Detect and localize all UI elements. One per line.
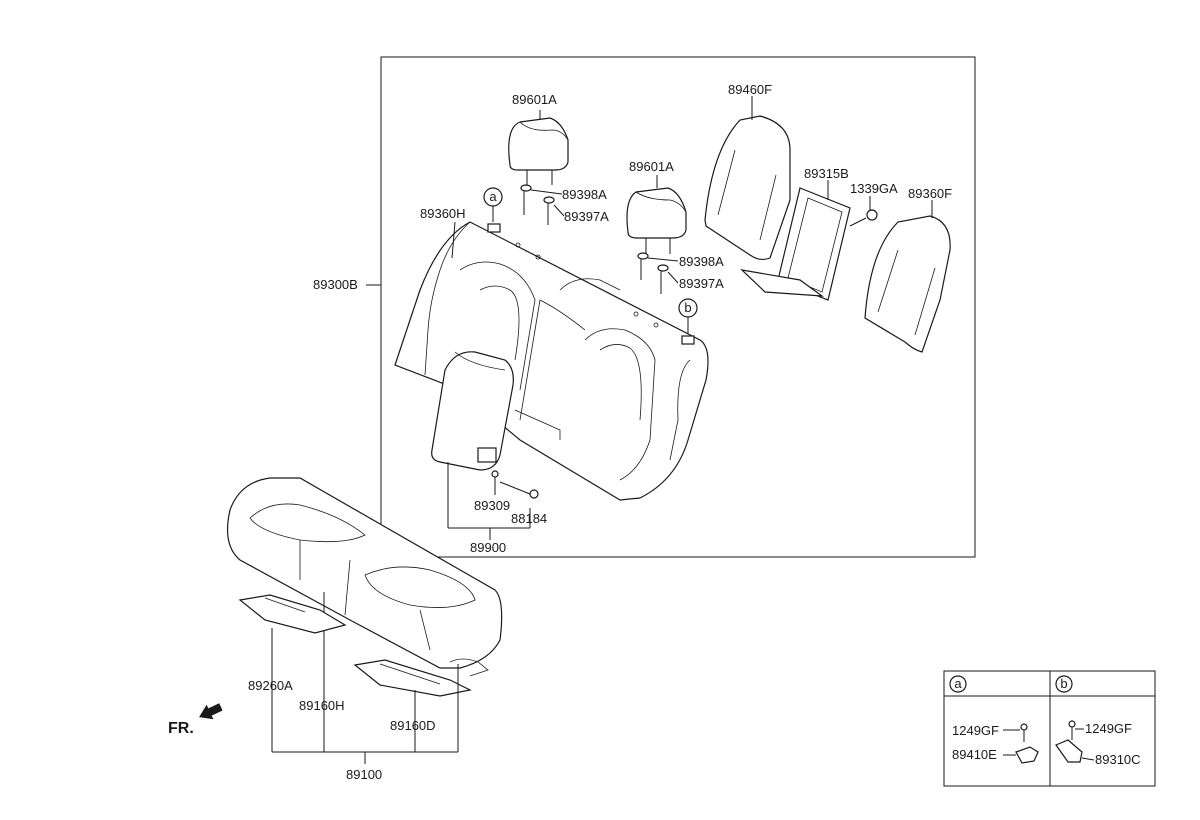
part-label-89100: 89100 — [346, 767, 382, 782]
headrest-guide-left[interactable] — [520, 184, 555, 225]
legend-b-item-1249GF: 1249GF — [1085, 721, 1132, 736]
part-label-89360F: 89360F — [908, 186, 952, 201]
bracket-icon — [1003, 746, 1039, 764]
cushion-pad-right[interactable] — [353, 658, 489, 697]
legend-b-item-89310C: 89310C — [1095, 752, 1141, 767]
armrest-clip[interactable] — [499, 481, 539, 499]
part-label-88184: 88184 — [511, 511, 547, 526]
part-label-89160D: 89160D — [390, 718, 436, 733]
part-label-1339GA: 1339GA — [850, 181, 898, 196]
part-label-89900: 89900 — [470, 540, 506, 555]
front-direction-indicator: FR. — [168, 703, 223, 737]
seat-back-cover-left[interactable] — [704, 115, 791, 261]
part-label-89398A-left: 89398A — [562, 187, 607, 202]
callout-a: a — [483, 187, 503, 233]
bracket-icon — [1055, 739, 1095, 763]
part-label-89260A: 89260A — [248, 678, 293, 693]
nut[interactable] — [849, 209, 878, 227]
seat-back-assembly-frame — [380, 56, 976, 558]
detail-legend: a b 1249GF 89410E 1249GF 89310C — [943, 670, 1156, 787]
legend-a-item-89410E: 89410E — [952, 747, 997, 762]
part-label-89160H: 89160H — [299, 698, 345, 713]
part-label-89315B: 89315B — [804, 166, 849, 181]
part-label-89601A-left: 89601A — [512, 92, 557, 107]
seat-back-cover-right[interactable] — [864, 215, 951, 353]
legend-a-item-1249GF: 1249GF — [952, 723, 999, 738]
seat-back-main[interactable] — [394, 221, 709, 501]
part-label-89309: 89309 — [474, 498, 510, 513]
front-direction-label: FR. — [168, 720, 194, 737]
part-label-89360H: 89360H — [420, 206, 466, 221]
seat-cushion[interactable] — [227, 477, 503, 669]
bolt-icon — [1068, 720, 1084, 740]
pass-through-frame[interactable] — [740, 187, 851, 301]
part-label-89460F: 89460F — [728, 82, 772, 97]
legend-b-header: b — [1060, 676, 1067, 691]
part-label-89397A-left: 89397A — [564, 209, 609, 224]
legend-a-header: a — [954, 676, 962, 691]
headrest-center[interactable] — [626, 187, 687, 254]
cushion-pad-left[interactable] — [238, 594, 347, 634]
callout-b: b — [678, 298, 698, 345]
callout-a-label: a — [489, 189, 497, 204]
part-label-89300B: 89300B — [313, 277, 358, 292]
armrest-fastener[interactable] — [491, 470, 499, 495]
part-label-89601A-center: 89601A — [629, 159, 674, 174]
part-label-89397A-center: 89397A — [679, 276, 724, 291]
part-label-89398A-center: 89398A — [679, 254, 724, 269]
armrest[interactable] — [431, 351, 514, 471]
bolt-icon — [1003, 723, 1028, 742]
headrest-guide-center[interactable] — [637, 252, 669, 294]
headrest-left[interactable] — [508, 117, 569, 185]
callout-b-label: b — [684, 300, 691, 315]
